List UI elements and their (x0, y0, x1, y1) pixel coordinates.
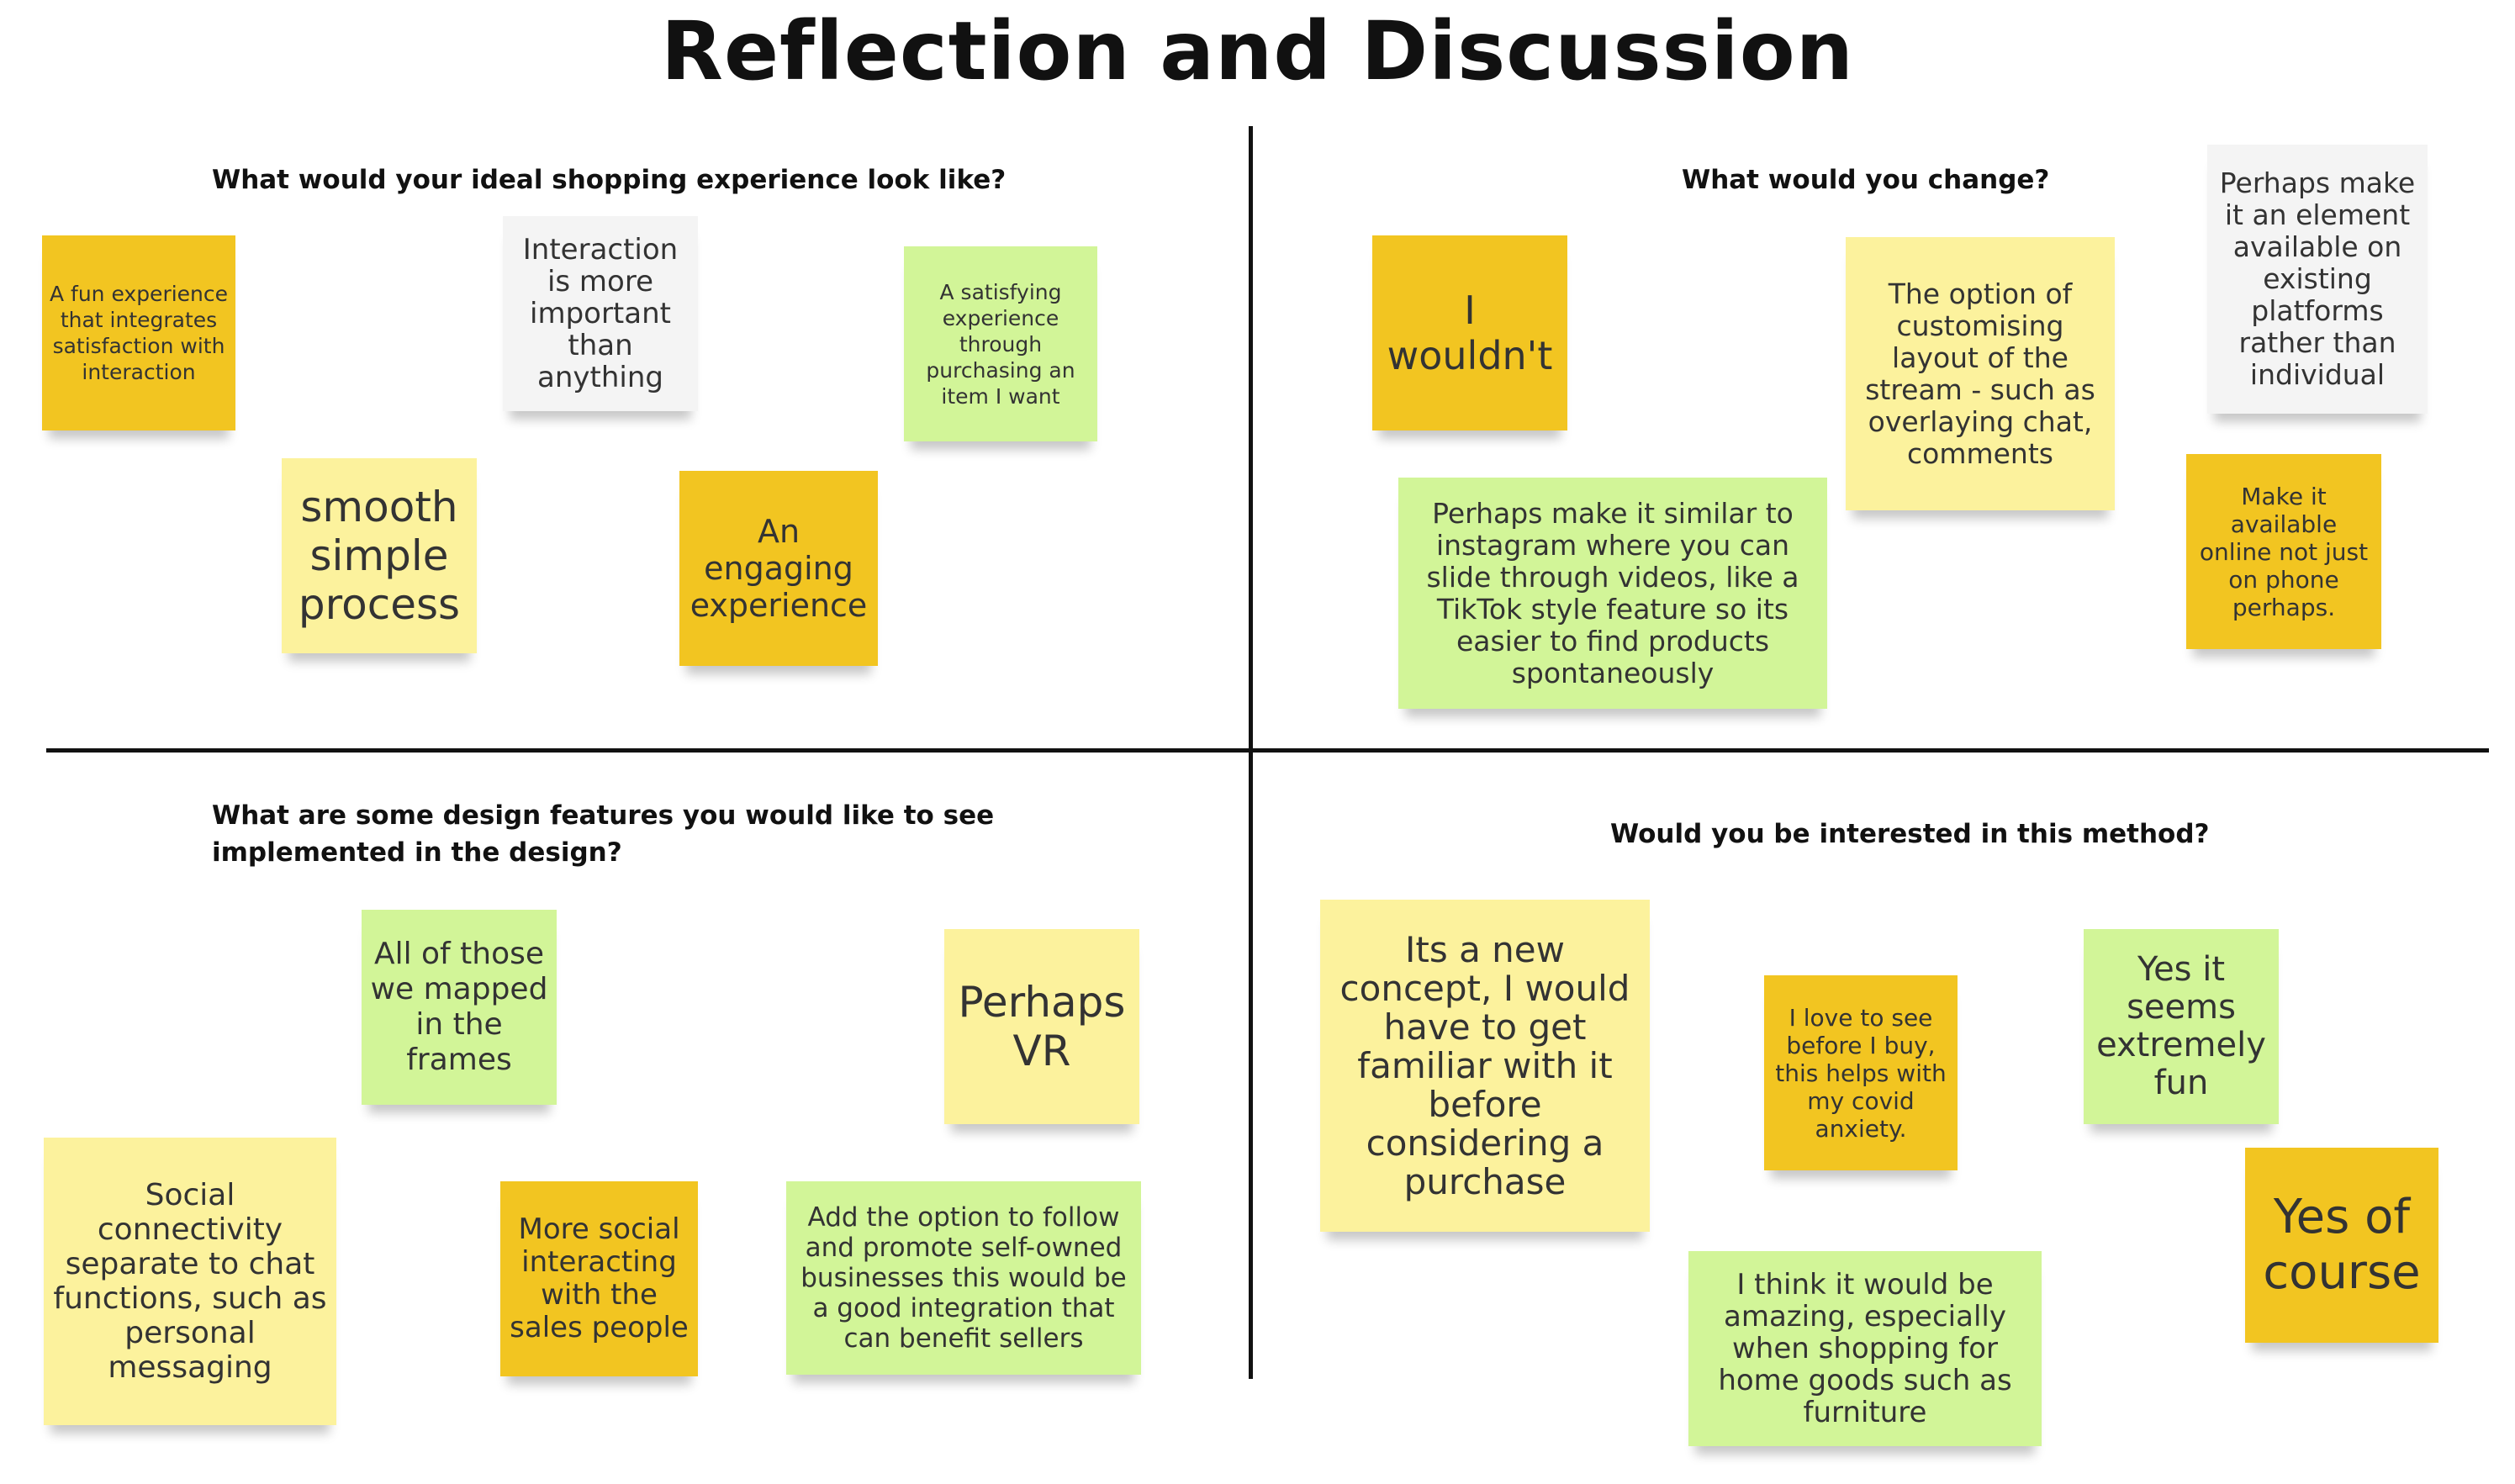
sticky-note[interactable]: The option of customising layout of the … (1846, 237, 2115, 510)
sticky-note[interactable]: I love to see before I buy, this helps w… (1764, 975, 1958, 1170)
sticky-note-text: smooth simple process (298, 483, 461, 629)
sticky-note[interactable]: A fun experience that integrates satisfa… (42, 235, 235, 430)
sticky-note-text: Perhaps make it an element available on … (2219, 166, 2416, 391)
sticky-note[interactable]: Perhaps make it an element available on … (2207, 145, 2428, 414)
horizontal-divider (46, 748, 2489, 753)
question-interested: Would you be interested in this method? (1610, 819, 2210, 849)
sticky-note-text: I love to see before I buy, this helps w… (1775, 1003, 1947, 1143)
sticky-note-text: All of those we mapped in the frames (370, 937, 548, 1077)
sticky-note-text: Make it available online not just on pho… (2199, 482, 2369, 621)
sticky-note[interactable]: smooth simple process (282, 458, 477, 653)
sticky-note[interactable]: Perhaps VR (944, 929, 1139, 1124)
sticky-note[interactable]: Interaction is more important than anyth… (503, 216, 698, 411)
sticky-note[interactable]: I wouldn't (1372, 235, 1567, 430)
vertical-divider (1249, 126, 1253, 1379)
board-title: Reflection and Discussion (661, 4, 1854, 98)
question-what-change: What would you change? (1682, 165, 2050, 195)
sticky-note[interactable]: Its a new concept, I would have to get f… (1320, 900, 1650, 1232)
sticky-note[interactable]: Make it available online not just on pho… (2186, 454, 2381, 649)
sticky-note[interactable]: More social interacting with the sales p… (500, 1181, 698, 1376)
sticky-note[interactable]: A satisfying experience through purchasi… (904, 246, 1097, 441)
sticky-note-text: Interaction is more important than anyth… (522, 233, 679, 394)
sticky-note-text: I think it would be amazing, especially … (1718, 1268, 2012, 1429)
sticky-note[interactable]: Yes of course (2245, 1148, 2438, 1343)
sticky-note-text: A satisfying experience through purchasi… (926, 279, 1075, 409)
sticky-note-text: An engaging experience (690, 513, 868, 624)
sticky-note-text: Its a new concept, I would have to get f… (1339, 928, 1630, 1202)
question-ideal-shopping: What would your ideal shopping experienc… (212, 165, 1007, 195)
sticky-note[interactable]: Add the option to follow and promote sel… (786, 1181, 1141, 1375)
sticky-note-text: Yes of course (2263, 1190, 2421, 1300)
sticky-note[interactable]: An engaging experience (679, 471, 878, 666)
sticky-note-text: Perhaps VR (958, 978, 1126, 1075)
sticky-note-text: The option of customising layout of the … (1865, 277, 2095, 470)
sticky-note-text: Social connectivity separate to chat fun… (53, 1178, 327, 1385)
sticky-note-text: Yes it seems extremely fun (2096, 950, 2266, 1102)
question-design-features: What are some design features you would … (212, 800, 995, 868)
sticky-note-text: A fun experience that integrates satisfa… (49, 282, 229, 384)
sticky-note[interactable]: Social connectivity separate to chat fun… (44, 1138, 336, 1425)
sticky-note-text: Perhaps make it similar to instagram whe… (1426, 496, 1799, 689)
sticky-note-text: More social interacting with the sales p… (510, 1212, 689, 1344)
sticky-note[interactable]: Yes it seems extremely fun (2084, 929, 2279, 1124)
sticky-note[interactable]: Perhaps make it similar to instagram whe… (1398, 478, 1827, 709)
sticky-note[interactable]: I think it would be amazing, especially … (1688, 1251, 2042, 1446)
sticky-note-text: Add the option to follow and promote sel… (800, 1202, 1127, 1354)
sticky-note-text: I wouldn't (1387, 288, 1553, 378)
sticky-note[interactable]: All of those we mapped in the frames (362, 910, 557, 1105)
